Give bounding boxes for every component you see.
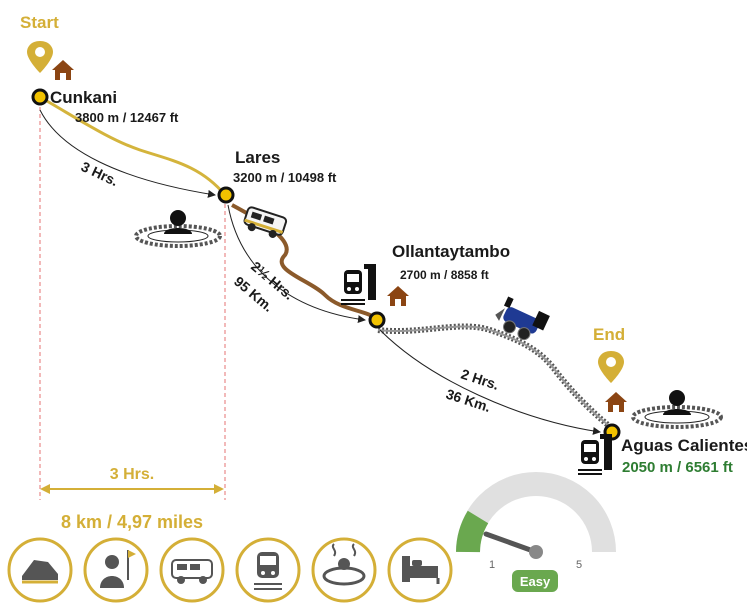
stop-dot-lares bbox=[217, 186, 235, 204]
stop-dot-cunkani bbox=[31, 88, 49, 106]
house-icon-ollantaytambo bbox=[387, 286, 409, 306]
rail-path-ties bbox=[377, 325, 609, 426]
stop-name-lares: Lares bbox=[235, 148, 280, 167]
hot-springs-pool-icon-lares bbox=[134, 210, 222, 248]
difficulty-gauge bbox=[456, 472, 616, 559]
stop-altitude-cunkani: 3800 m / 12467 ft bbox=[75, 110, 179, 125]
van-activity-icon bbox=[159, 537, 225, 603]
stop-name-aguas-calientes: Aguas Calientes bbox=[621, 436, 747, 455]
trail-path-cunkani-lares bbox=[39, 95, 227, 196]
difficulty-label: Easy bbox=[520, 574, 551, 589]
van-icon bbox=[243, 206, 288, 238]
summary-distance: 8 km / 4,97 miles bbox=[61, 512, 203, 532]
stop-dot-ollantaytambo bbox=[368, 311, 386, 329]
train-activity-icon bbox=[235, 537, 301, 603]
stop-altitude-lares: 3200 m / 10498 ft bbox=[233, 170, 337, 185]
stop-altitude-ollantaytambo: 2700 m / 8858 ft bbox=[400, 268, 489, 282]
start-label: Start bbox=[20, 13, 59, 32]
start-pin-icon bbox=[27, 41, 53, 73]
house-icon-aguas bbox=[605, 392, 627, 412]
locomotive-icon bbox=[495, 296, 550, 341]
hiking-icon bbox=[7, 537, 73, 603]
guide-icon bbox=[83, 537, 149, 603]
end-label: End bbox=[593, 325, 625, 344]
gauge-scale-min: 1 bbox=[489, 559, 495, 571]
leg-1-time: 3 Hrs. bbox=[79, 158, 121, 189]
summary-duration: 3 Hrs. bbox=[110, 466, 154, 483]
end-pin-icon bbox=[598, 351, 624, 383]
train-station-icon-aguas bbox=[578, 434, 612, 475]
summary-arrow-right-icon bbox=[214, 484, 224, 494]
difficulty-badge bbox=[512, 570, 558, 592]
stop-name-ollantaytambo: Ollantaytambo bbox=[392, 242, 510, 261]
stop-name-cunkani: Cunkani bbox=[50, 88, 117, 107]
hot-springs-pool-icon-aguas bbox=[631, 390, 723, 429]
arrow-leg-2 bbox=[227, 204, 366, 324]
arrow-leg-3 bbox=[379, 329, 601, 435]
train-station-icon-ollantaytambo bbox=[341, 264, 376, 305]
arrow-leg-1 bbox=[39, 109, 216, 198]
hot-springs-activity-icon bbox=[311, 537, 377, 603]
summary-arrow-left-icon bbox=[40, 484, 50, 494]
hotel-bed-icon bbox=[387, 537, 453, 603]
activity-icon-row bbox=[7, 537, 453, 603]
gauge-scale-max: 5 bbox=[576, 559, 582, 571]
stop-altitude-aguas-calientes: 2050 m / 6561 ft bbox=[622, 459, 733, 476]
house-icon-cunkani bbox=[52, 60, 74, 80]
